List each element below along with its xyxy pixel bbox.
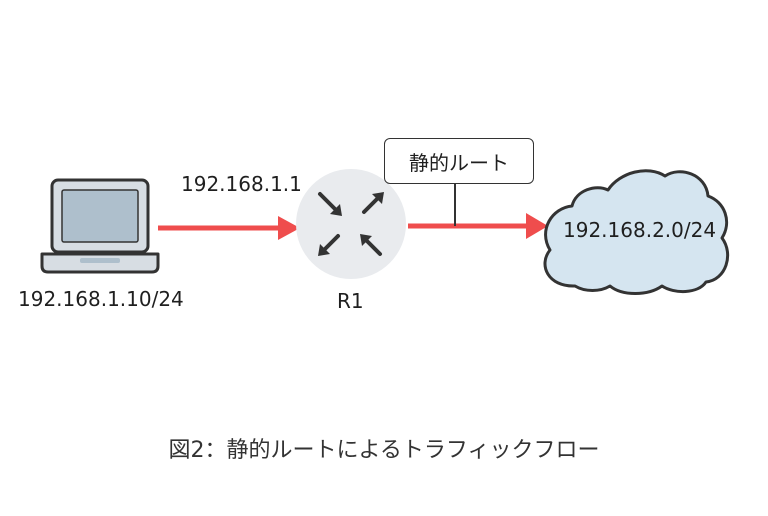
gateway-ip-label: 192.168.1.1 [181, 172, 302, 196]
laptop-ip-label: 192.168.1.10/24 [18, 287, 184, 311]
static-route-callout: 静的ルート [384, 138, 534, 184]
router-icon [296, 169, 406, 279]
laptop-icon [40, 178, 160, 274]
arrow-laptop-to-router [158, 216, 300, 240]
cloud-icon [543, 169, 730, 295]
arrow-router-to-cloud [408, 213, 548, 239]
router-arrow-down-left-icon [318, 234, 340, 256]
router-arrow-down-right-icon [318, 192, 342, 216]
cloud-network-label: 192.168.2.0/24 [563, 218, 717, 242]
router-arrow-up-right-icon [362, 192, 384, 214]
static-route-label: 静的ルート [409, 150, 509, 175]
router-arrow-up-left-icon [360, 234, 382, 256]
router-label: R1 [337, 289, 364, 313]
figure-caption: 図2：静的ルートによるトラフィックフロー [168, 438, 600, 463]
